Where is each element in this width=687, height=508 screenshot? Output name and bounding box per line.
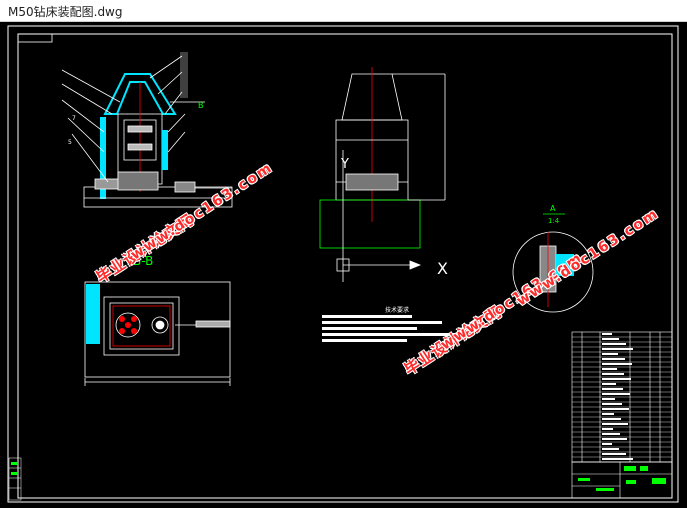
section-label: B-B: [133, 254, 153, 268]
parts-list-row-text: [602, 458, 633, 460]
parts-list-row-text: [602, 428, 613, 430]
parts-list-rows: [572, 333, 672, 463]
svg-text:B: B: [198, 101, 204, 110]
svg-text:5: 5: [68, 139, 72, 146]
parts-list-row-text: [602, 433, 620, 435]
revision-block: [8, 457, 22, 501]
detail-view-a: [512, 231, 594, 313]
window-titlebar: M50钻床装配图.dwg: [0, 0, 687, 22]
parts-list-row-text: [602, 368, 617, 370]
section-b-b-view: [84, 281, 231, 386]
parts-list-row-text: [602, 408, 629, 410]
parts-list-row-text: [602, 383, 616, 385]
cad-drawing: B 7 5 B-B: [7, 25, 679, 503]
outer-frame: [7, 25, 679, 503]
parts-list-row-text: [602, 373, 624, 375]
inner-frame: [17, 33, 673, 499]
parts-list-row-text: [602, 363, 632, 365]
side-view: [319, 67, 446, 282]
tech-notes-heading: 技术要求: [385, 306, 409, 314]
parts-list-row-text: [602, 438, 627, 440]
parts-list-row-text: [602, 403, 622, 405]
title-block: [571, 461, 673, 499]
parts-list-row-text: [602, 358, 625, 360]
parts-list-row-text: [602, 398, 615, 400]
parts-list-row-text: [602, 343, 626, 345]
technical-notes: [322, 315, 462, 342]
axis-y-label: Y: [340, 157, 349, 172]
parts-list-row-text: [602, 413, 614, 415]
parts-list-row-text: [602, 333, 612, 335]
parts-list-row-text: [602, 348, 633, 350]
parts-list-row-text: [602, 388, 623, 390]
parts-list-row-text: [602, 443, 612, 445]
parts-list-row-text: [602, 448, 619, 450]
parts-list-row-text: [602, 453, 626, 455]
svg-text:7: 7: [72, 115, 76, 122]
top-left-box: [17, 33, 53, 43]
axis-x-label: X: [437, 259, 448, 278]
parts-list-row-text: [602, 423, 628, 425]
window-title: M50钻床装配图.dwg: [8, 5, 123, 19]
detail-view-label: A: [550, 204, 556, 213]
parts-list-row-text: [602, 418, 621, 420]
cad-canvas[interactable]: B 7 5 B-B: [0, 22, 687, 508]
parts-list-row-text: [602, 353, 618, 355]
parts-list-row-text: [602, 378, 631, 380]
detail-view-scale: 1:4: [548, 217, 560, 225]
main-assembly-view: B 7 5: [61, 52, 233, 208]
parts-list-row-text: [602, 393, 630, 395]
parts-list-row-text: [602, 338, 619, 340]
